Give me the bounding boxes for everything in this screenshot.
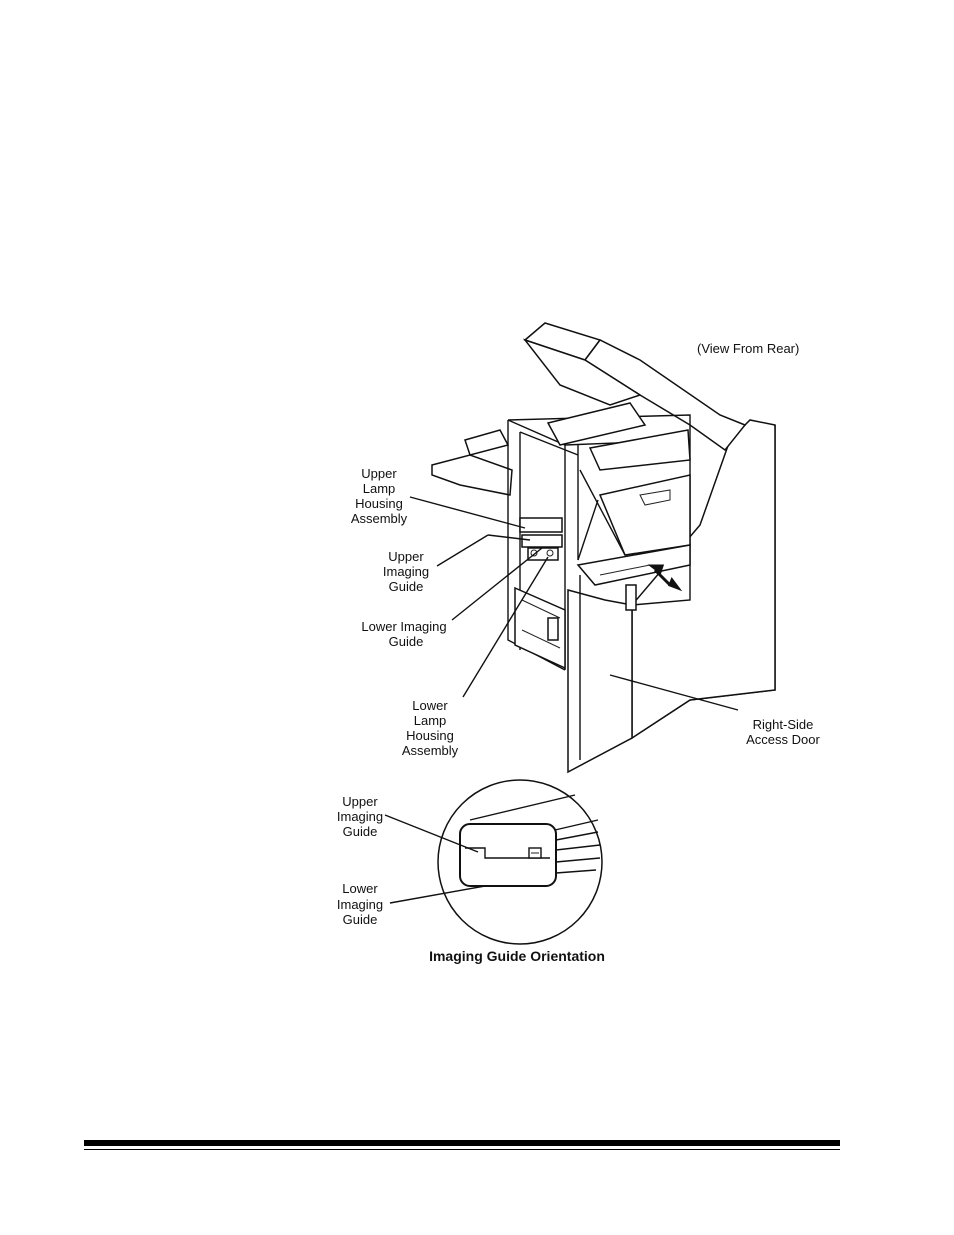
label-line: Guide — [343, 912, 378, 927]
label-line: Assembly — [402, 743, 459, 758]
label-lower-lamp-housing-assembly: Lower Lamp Housing Assembly — [402, 698, 459, 758]
label-line: Lower — [342, 881, 378, 896]
label-line: Lower — [412, 698, 448, 713]
label-line: Imaging — [383, 564, 429, 579]
inset-caption: Imaging Guide Orientation — [429, 948, 605, 964]
label-line: Imaging — [337, 809, 383, 824]
label-line: Assembly — [351, 511, 408, 526]
inset-label-upper-imaging-guide: Upper Imaging Guide — [337, 794, 383, 839]
label-line: Upper — [342, 794, 378, 809]
label-line: Guide — [389, 634, 424, 649]
label-line: Imaging — [337, 897, 383, 912]
label-line: Upper — [361, 466, 397, 481]
label-right-side-access-door: Right-Side Access Door — [746, 717, 820, 747]
imaging-guide-inset — [384, 779, 603, 945]
label-line: Access Door — [746, 732, 820, 747]
label-line: Guide — [343, 824, 378, 839]
label-upper-imaging-guide: Upper Imaging Guide — [383, 549, 429, 594]
label-line: Upper — [388, 549, 424, 564]
label-upper-lamp-housing-assembly: Upper Lamp Housing Assembly — [351, 466, 408, 526]
view-note: (View From Rear) — [697, 341, 799, 356]
label-line: Lamp — [414, 713, 447, 728]
footer-rule-thick — [84, 1140, 840, 1146]
label-lower-imaging-guide: Lower Imaging Guide — [361, 619, 446, 649]
leader-lines — [409, 496, 739, 711]
label-line: Lamp — [363, 481, 396, 496]
label-line: Guide — [389, 579, 424, 594]
label-line: Housing — [355, 496, 403, 511]
footer-rule-thin — [84, 1149, 840, 1150]
label-line: Housing — [406, 728, 454, 743]
inset-label-lower-imaging-guide: Lower Imaging Guide — [337, 881, 383, 927]
scanner-illustration — [431, 322, 776, 774]
label-line: Right-Side — [753, 717, 814, 732]
label-line: Lower Imaging — [361, 619, 446, 634]
